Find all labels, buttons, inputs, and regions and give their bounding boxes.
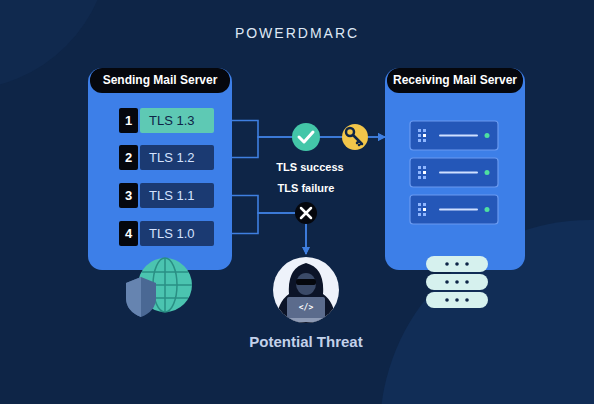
tls-version: TLS 1.2 (140, 145, 214, 170)
success-label: TLS success (276, 161, 343, 173)
callout-number: 4 (119, 221, 138, 246)
key-icon (342, 124, 368, 150)
tls-version-box: 3TLS 1.1 (119, 183, 214, 208)
tls-version: TLS 1.0 (140, 221, 214, 246)
panel-heading: Sending Mail Server (90, 68, 230, 93)
panel-heading: Receiving Mail Server (387, 68, 523, 93)
success-check (292, 123, 320, 151)
node-illustration (385, 68, 525, 270)
threat-caption: Potential Threat (241, 333, 371, 350)
receiving-server-panel: Receiving Mail Server (385, 68, 525, 270)
tls-version-box: 2TLS 1.2 (119, 145, 214, 170)
callout-number: 3 (119, 183, 138, 208)
tls-version: TLS 1.1 (140, 183, 214, 208)
callout-number: 1 (119, 108, 138, 133)
sending-server-panel: Sending Mail Server1TLS 1.32TLS 1.23TLS … (88, 68, 232, 270)
globe-shield-icon (126, 258, 192, 317)
hacker-figure (273, 257, 339, 326)
tls-version-box: 4TLS 1.0 (119, 221, 214, 246)
failure-cross (295, 202, 317, 224)
code-symbol: </> (299, 303, 313, 312)
callout-number: 2 (119, 145, 138, 170)
failure-label: TLS failure (278, 182, 335, 194)
server-rack-icon (410, 121, 498, 224)
tls-version: TLS 1.3 (140, 108, 214, 133)
tls-version-box: 1TLS 1.3 (119, 108, 214, 133)
database-icon (426, 256, 488, 308)
brand-logo: POWERDMARC (235, 25, 359, 41)
